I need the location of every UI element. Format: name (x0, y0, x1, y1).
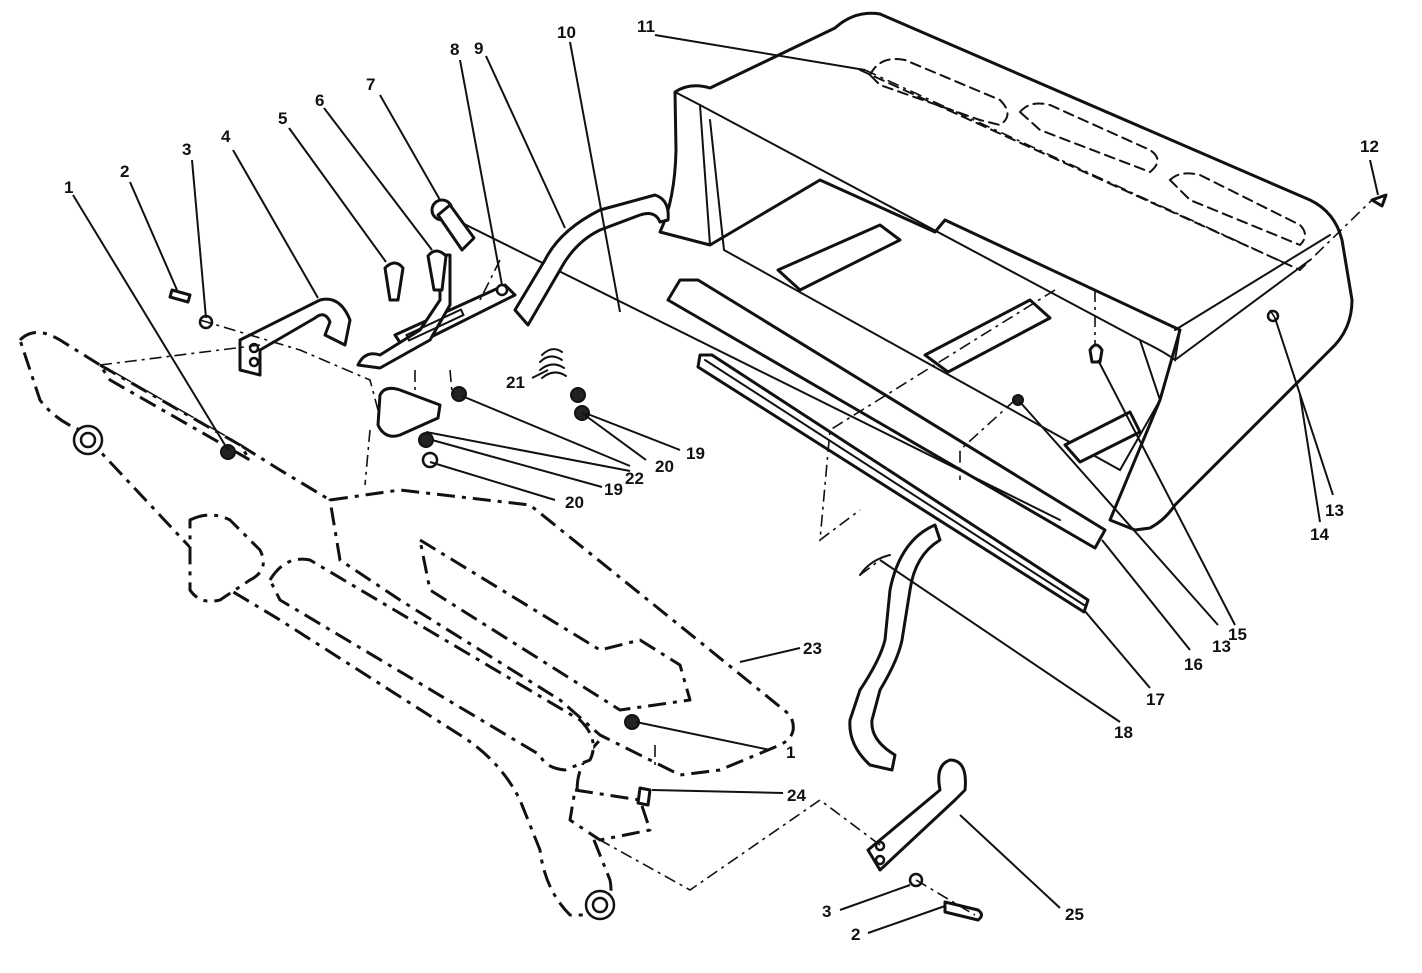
latch-bar (696, 353, 1090, 614)
callout-19-right: 19 (686, 444, 705, 463)
callout-25: 25 (1065, 905, 1084, 924)
callout-9: 9 (474, 39, 483, 58)
callout-5: 5 (278, 109, 287, 128)
pivot-bracket (866, 758, 967, 872)
leader-lines (72, 34, 1379, 934)
bag-handle (848, 523, 942, 772)
callout-2-lower: 2 (851, 925, 860, 944)
callout-2-upper: 2 (120, 162, 129, 181)
callout-7: 7 (366, 75, 375, 94)
callout-22: 22 (625, 469, 644, 488)
callout-20-left: 20 (565, 493, 584, 512)
latch-lever (430, 198, 476, 252)
callout-4: 4 (221, 127, 231, 146)
callout-20-right: 20 (655, 457, 674, 476)
callout-17: 17 (1146, 690, 1165, 709)
callout-13-lower: 13 (1212, 637, 1231, 656)
upper-frame-rod (513, 193, 670, 327)
callout-14: 14 (1310, 525, 1329, 544)
callout-8: 8 (450, 40, 459, 59)
spring (539, 348, 567, 379)
deflector-plate (666, 278, 1107, 550)
callout-1-lower: 1 (786, 743, 795, 762)
assembly-lines (99, 69, 1373, 916)
callout-15: 15 (1228, 625, 1247, 644)
callout-3-lower: 3 (822, 902, 831, 921)
latch-bracket (356, 253, 517, 438)
callout-23: 23 (803, 639, 822, 658)
callout-16: 16 (1184, 655, 1203, 674)
callout-21: 21 (506, 373, 525, 392)
callout-18: 18 (1114, 723, 1133, 742)
callout-labels: 1 2 3 4 5 6 7 8 9 10 11 12 13 14 13 15 1… (64, 17, 1379, 944)
callout-10: 10 (557, 23, 576, 42)
mower-frame (18, 331, 795, 921)
grass-bag-hopper (658, 11, 1354, 532)
callout-12: 12 (1360, 137, 1379, 156)
callout-13-right: 13 (1325, 501, 1344, 520)
callout-11: 11 (637, 17, 655, 36)
callout-19-left: 19 (604, 480, 623, 499)
callout-6: 6 (315, 91, 324, 110)
callout-1-upper: 1 (64, 178, 73, 197)
support-rod (439, 211, 1061, 521)
callout-24: 24 (787, 786, 806, 805)
callout-3-upper: 3 (182, 140, 191, 159)
